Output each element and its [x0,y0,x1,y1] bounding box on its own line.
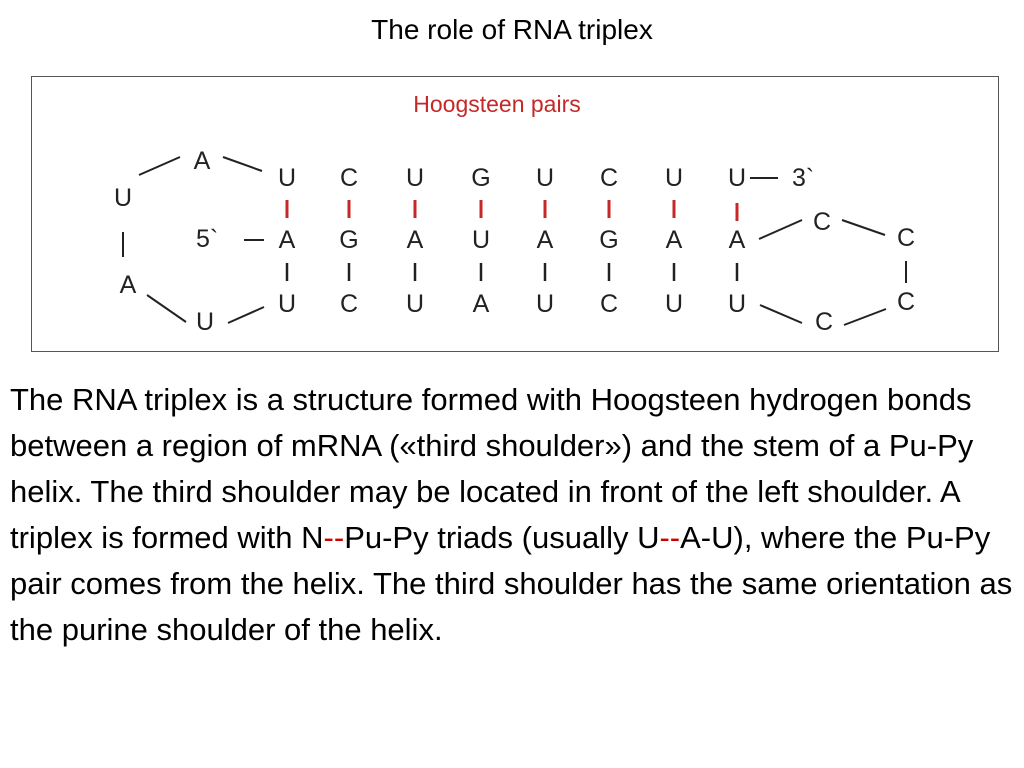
left-loop-link-5 [227,306,265,324]
three-prime-label: 3` [792,164,814,192]
top-nt-1: U [278,164,296,192]
bot-nt-1: U [278,290,296,318]
mid-nt-8: A [729,226,746,254]
mid-nt-4: U [472,226,490,254]
mid-nt-3: A [407,226,424,254]
top-nt-7: U [665,164,683,192]
top-nt-5: U [536,164,554,192]
triad-dash-2: -- [659,520,681,555]
mid-nt-1: A [279,226,296,254]
five-prime-label: 5` [196,225,218,253]
left-loop-link-1 [138,156,181,176]
bot-nt-2: C [340,290,358,318]
right-loop-link-2 [841,219,886,236]
right-loop-link-1 [758,219,803,240]
bot-nt-4: A [473,290,490,318]
paragraph-part-2: Pu-Py triads (usually U [344,520,660,555]
paragraph-part-1: The RNA triplex is a structure formed wi… [10,382,974,555]
right-loop-link-4 [843,308,887,326]
mid-nt-7: A [666,226,683,254]
right-loop-nt-1: C [813,208,831,236]
triad-dash-1: -- [323,520,345,555]
bot-nt-7: U [665,290,683,318]
top-nt-8: U [728,164,746,192]
mid-nt-2: G [339,226,358,254]
top-nt-3: U [406,164,424,192]
right-loop-link-5 [759,304,803,324]
left-loop-links [122,156,265,324]
explanation-paragraph: The RNA triplex is a structure formed wi… [10,377,1014,653]
right-loop-links [758,219,907,326]
right-loop-nt-2: C [897,224,915,252]
left-loop-nt-1: U [114,184,132,212]
mid-nt-5: A [537,226,554,254]
right-loop: C C C C [758,208,915,336]
bot-nt-8: U [728,290,746,318]
left-loop-link-2 [222,156,263,172]
left-loop-nt-4: U [196,308,214,336]
bot-nt-3: U [406,290,424,318]
hoogsteen-bonds [285,200,739,221]
bottom-strand: U C U A U C U U [278,290,746,318]
top-nt-6: C [600,164,618,192]
paragraph-part-3: A-U), where the Pu-Py pair comes from th… [10,520,1013,647]
right-loop-nt-3: C [897,288,915,316]
top-strand: U C U G U C U U [278,164,746,192]
left-loop-nt-2: A [194,147,211,175]
middle-strand: A G A U A G A A [279,226,746,254]
rna-diagram-svg: Hoogsteen pairs U C U G U C U U 3` 5` [114,91,915,336]
left-loop-nt-3: A [120,271,137,299]
rna-triplex-figure: Hoogsteen pairs U C U G U C U U 3` 5` [31,76,999,352]
left-loop: U A A U [114,147,265,336]
left-loop-link-4 [146,294,187,323]
top-nt-2: C [340,164,358,192]
bot-nt-6: C [600,290,618,318]
slide-title: The role of RNA triplex [371,14,653,45]
right-loop-nt-4: C [815,308,833,336]
hoogsteen-header: Hoogsteen pairs [413,91,581,117]
mid-nt-6: G [599,226,618,254]
watson-crick-bonds [285,263,739,281]
top-nt-4: G [471,164,490,192]
bot-nt-5: U [536,290,554,318]
